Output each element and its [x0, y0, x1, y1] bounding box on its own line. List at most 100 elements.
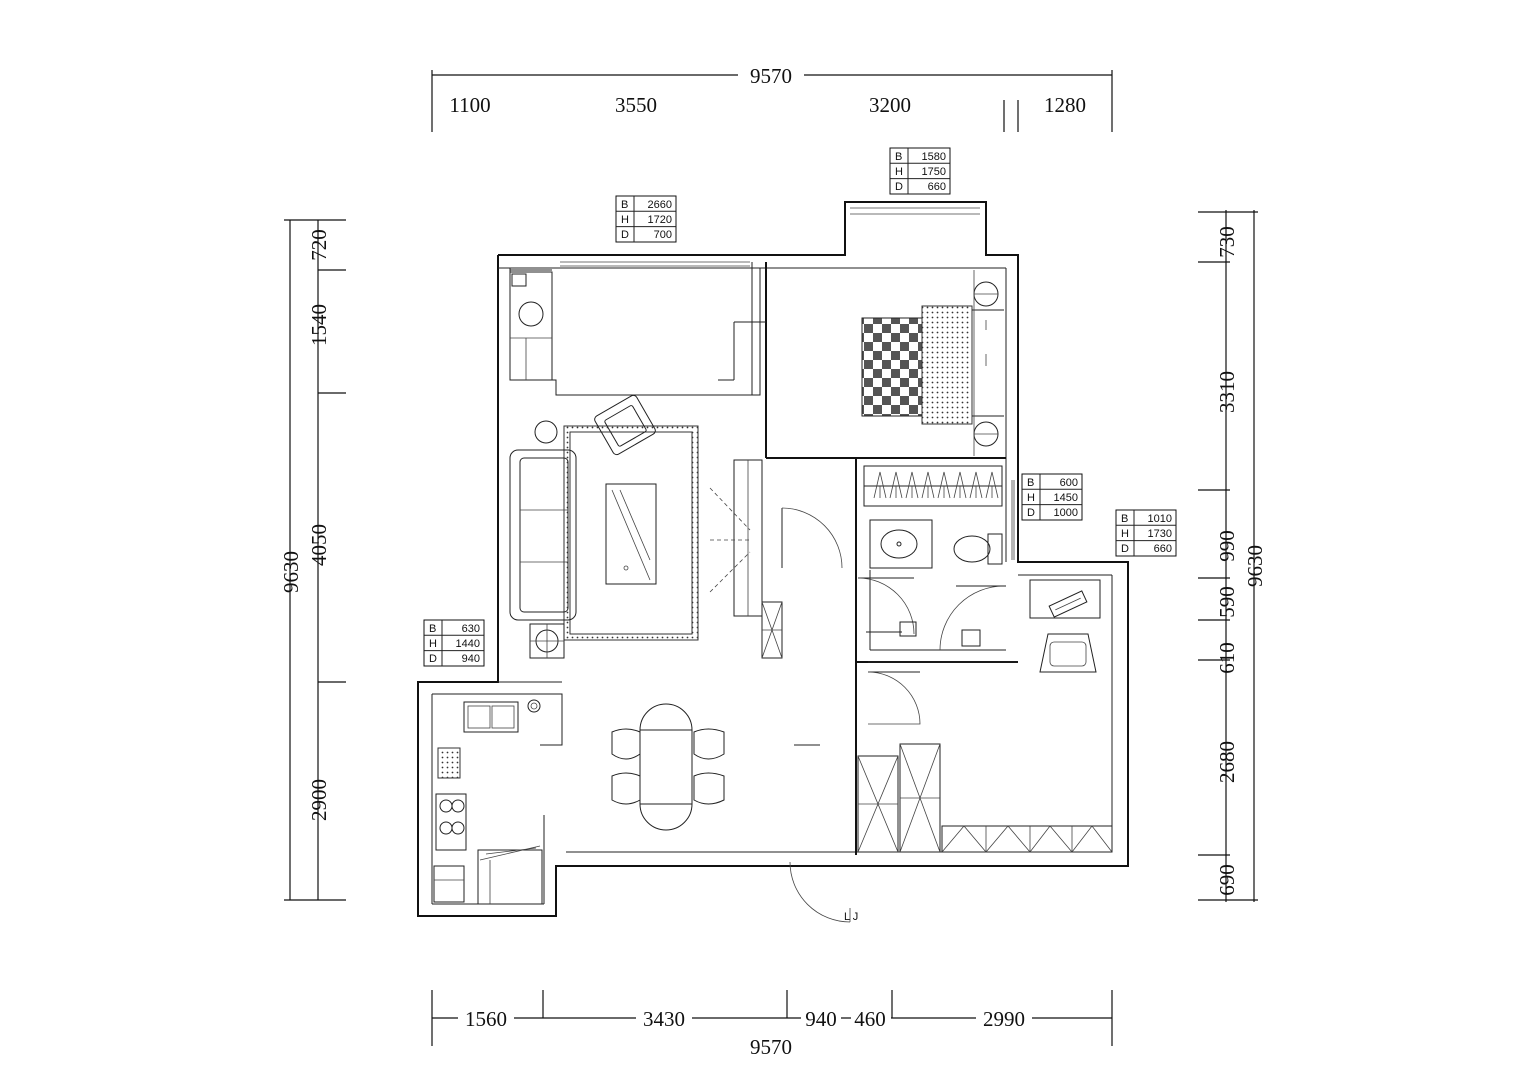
dining-chair: [693, 772, 725, 805]
dining-table-top: [639, 703, 693, 731]
balcony-sink: [509, 271, 553, 381]
dim-left-seg: 720: [307, 229, 331, 261]
tag-key: B: [429, 623, 436, 635]
window-openings: [560, 207, 1015, 560]
dim-top-seg: 1280: [1044, 93, 1086, 117]
dimension-bottom: 1560 3430 940 460 2990 9570: [431, 990, 1113, 1059]
dim-bottom-seg: 1560: [465, 1007, 507, 1031]
dim-top-seg: 3200: [869, 93, 911, 117]
dining-table: [639, 729, 693, 805]
tag-key: B: [621, 199, 628, 211]
side-table-lamp-icon: [534, 420, 558, 444]
armchair: [594, 394, 656, 456]
interior-walls: [432, 262, 1018, 855]
bathroom-fixtures: [866, 519, 1006, 647]
tag-key: H: [895, 166, 903, 178]
dining-chair: [693, 728, 725, 760]
tag-value: 1000: [1054, 507, 1078, 519]
desk: [1029, 579, 1101, 619]
tag-key: H: [429, 638, 437, 650]
dim-left-seg: 2900: [307, 779, 331, 821]
dim-left-seg: 4050: [307, 524, 331, 566]
laptop-icon: [1048, 590, 1088, 618]
tag-value: 660: [1154, 543, 1172, 555]
tag-value: 1010: [1148, 513, 1172, 525]
tag-key: H: [1121, 528, 1129, 540]
dimension-right: 9630 730 3310 990 610 590 2680 690: [1198, 210, 1267, 902]
dim-right-seg: 610: [1215, 642, 1239, 674]
tag-key: B: [1027, 477, 1034, 489]
dimension-top: 9570 1100 3550 3200 1280: [431, 62, 1113, 132]
dim-right-seg: 2680: [1215, 741, 1239, 783]
low-cabinet: [941, 825, 1113, 853]
sofa: [509, 449, 577, 621]
dim-bottom-seg: 2990: [983, 1007, 1025, 1031]
dim-top-seg: 3550: [615, 93, 657, 117]
wardrobe-hangers: [863, 465, 1003, 507]
kitchen-fixtures: [433, 699, 543, 905]
tag-value: 1730: [1148, 528, 1172, 540]
tag-value: 700: [654, 229, 672, 241]
door-swings: L J: [781, 507, 1005, 923]
dim-bottom-seg: 940: [805, 1007, 837, 1031]
small-bedroom-furniture: [857, 579, 1113, 853]
tag-key: D: [895, 181, 903, 193]
tag-key: D: [1027, 507, 1035, 519]
coffee-table: [605, 483, 657, 585]
dining-chair: [611, 728, 641, 760]
bed-rug: [861, 317, 923, 417]
master-bedroom-furniture: [861, 270, 1004, 456]
tag-key: D: [621, 229, 629, 241]
window-tag: B 630 H 1440 D 940: [423, 619, 485, 667]
exterior-walls: [417, 201, 1129, 917]
bed-headboard: [921, 305, 973, 425]
dim-right-seg: 990: [1215, 530, 1239, 562]
vanity: [869, 519, 933, 569]
dim-left-total: 9630: [279, 551, 303, 593]
tag-key: B: [1121, 513, 1128, 525]
tag-value: 1440: [456, 638, 480, 650]
fridge: [437, 747, 461, 779]
double-sink-icon: [463, 701, 519, 733]
tag-value: 2660: [648, 199, 672, 211]
tag-value: 940: [462, 653, 480, 665]
toilet-icon: [953, 535, 991, 563]
dim-bottom-seg: 460: [854, 1007, 886, 1031]
dining-chair: [611, 772, 641, 805]
tag-key: B: [895, 151, 902, 163]
dining-set: [611, 703, 725, 831]
tag-value: 660: [928, 181, 946, 193]
tag-key: H: [1027, 492, 1035, 504]
dim-right-seg: 690: [1215, 864, 1239, 896]
tag-value: 600: [1060, 477, 1078, 489]
toilet-tank: [987, 533, 1003, 565]
living-room-furniture: [509, 269, 783, 659]
tag-value: 1450: [1054, 492, 1078, 504]
dim-left-seg: 1540: [307, 304, 331, 346]
tag-value: 1580: [922, 151, 946, 163]
dim-right-seg: 730: [1215, 226, 1239, 258]
window-tag: B 1580 H 1750 D 660: [889, 147, 951, 195]
sink-icon: [880, 529, 918, 559]
window-tag: B 2660 H 1720 D 700: [615, 195, 677, 243]
tag-value: 1750: [922, 166, 946, 178]
wardrobe: [857, 743, 941, 853]
tag-value: 1720: [648, 214, 672, 226]
dim-bottom-total: 9570: [750, 1035, 792, 1059]
tag-key: H: [621, 214, 629, 226]
dimension-left: 9630 720 1540 4050 2900: [279, 219, 346, 901]
svg-text:L J: L J: [844, 911, 858, 923]
dim-top-total: 9570: [750, 64, 792, 88]
window-tag: B 1010 H 1730 D 660: [1115, 509, 1177, 557]
tag-key: D: [1121, 543, 1129, 555]
dim-right-total: 9630: [1243, 545, 1267, 587]
kitchen-cabinet: [477, 849, 543, 905]
tag-value: 630: [462, 623, 480, 635]
dim-top-seg: 1100: [449, 93, 490, 117]
cooktop-icon: [435, 793, 467, 851]
window-tag: B 600 H 1450 D 1000: [1021, 473, 1083, 521]
dim-right-seg: 3310: [1215, 371, 1239, 413]
dim-bottom-seg: 3430: [643, 1007, 685, 1031]
shower-head-icon: [961, 629, 981, 647]
